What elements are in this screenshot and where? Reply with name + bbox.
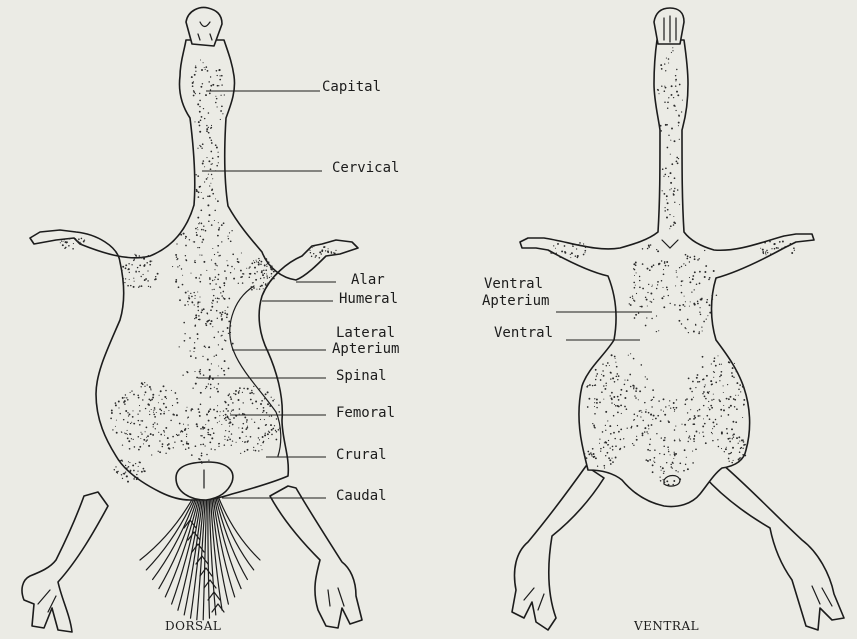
dorsal-left-foot	[22, 492, 108, 632]
caption-dorsal: DORSAL	[165, 619, 221, 633]
dorsal-body-outline	[30, 40, 358, 500]
label-cervical: Cervical	[332, 160, 399, 176]
ventral-body-outline	[520, 40, 814, 507]
dorsal-right-foot	[270, 486, 362, 628]
label-humeral: Humeral	[339, 291, 398, 307]
label-alar: Alar	[351, 272, 385, 288]
label-ventral: Ventral	[494, 325, 553, 341]
caption-ventral: VENTRAL	[633, 619, 699, 633]
ventral-right-foot	[704, 464, 844, 630]
label-lateral-apterium-line2: Apterium	[332, 341, 399, 357]
label-femoral: Femoral	[336, 405, 395, 421]
label-lateral-apterium-line1: Lateral	[336, 325, 395, 341]
label-capital: Capital	[322, 79, 381, 95]
dorsal-figure	[22, 8, 362, 632]
label-ventral-apterium-line1: Ventral	[484, 276, 543, 292]
ventral-figure	[512, 8, 844, 630]
label-ventral-apterium-line2: Apterium	[482, 293, 549, 309]
ventral-bill	[654, 8, 684, 44]
label-crural: Crural	[336, 447, 387, 463]
label-caudal: Caudal	[336, 488, 387, 504]
label-spinal: Spinal	[336, 368, 387, 384]
ventral-left-foot	[512, 466, 604, 630]
tail-feathers	[140, 496, 260, 620]
